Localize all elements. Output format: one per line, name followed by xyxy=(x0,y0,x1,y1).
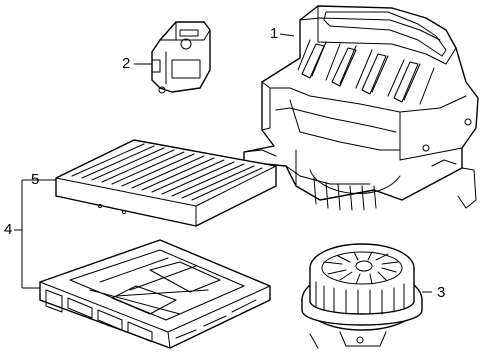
filter-assembly-bracket-icon xyxy=(39,239,271,349)
leader-line-1 xyxy=(279,33,295,37)
blower-housing-icon xyxy=(243,5,479,211)
blower-fan-motor-icon xyxy=(301,243,423,349)
callout-4: 4 xyxy=(4,221,13,238)
callout-3: 3 xyxy=(437,284,446,301)
leader-line-4 xyxy=(14,179,56,289)
actuator-motor-icon xyxy=(151,21,211,94)
callout-5: 5 xyxy=(31,171,40,188)
callout-2: 2 xyxy=(122,55,131,72)
callout-1: 1 xyxy=(270,25,279,42)
cabin-air-filter-icon xyxy=(55,139,277,227)
leader-lines xyxy=(14,33,432,293)
